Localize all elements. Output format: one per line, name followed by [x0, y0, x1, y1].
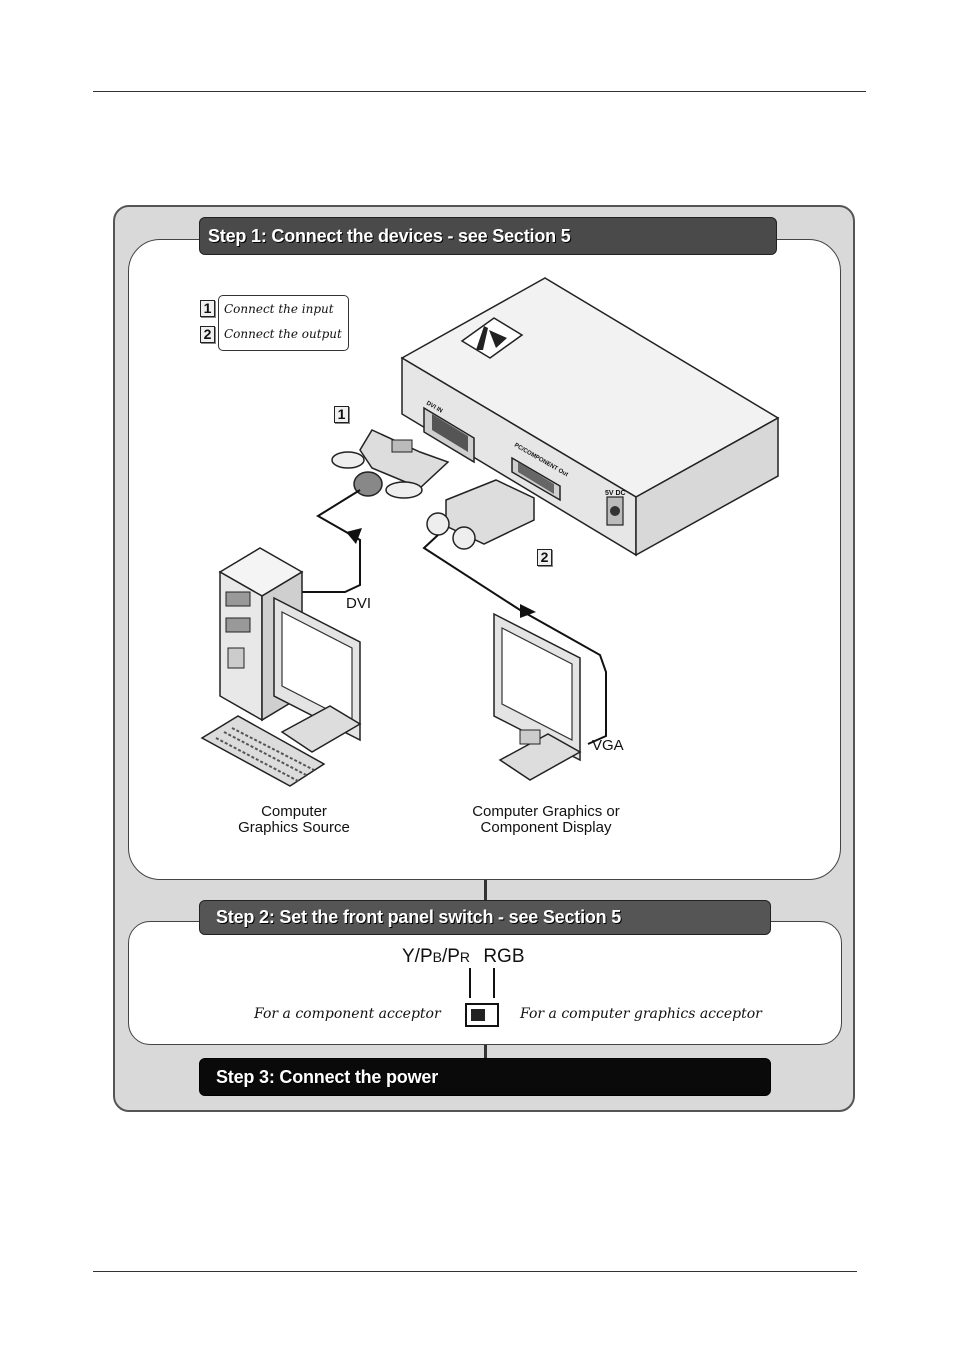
- footer-rule: [93, 1271, 857, 1272]
- keyboard: [200, 715, 326, 787]
- front-panel-switch[interactable]: [465, 1003, 499, 1027]
- switch-position-labels: Y/PB/PR RGB: [402, 946, 525, 968]
- callout-1: 1: [334, 406, 349, 423]
- legend-badge-2: 2: [200, 326, 215, 343]
- step2-step3-connector: [484, 1044, 487, 1060]
- callout-2: 2: [537, 549, 552, 566]
- switch-label-rgb: RGB: [483, 946, 525, 967]
- step3-banner: Step 3: Connect the power: [199, 1058, 771, 1096]
- vga-cable-label: VGA: [592, 737, 624, 754]
- switch-knob: [471, 1009, 485, 1021]
- power-port-label: 5V DC: [605, 490, 626, 497]
- switch-pointer-left: [469, 968, 471, 998]
- step2-banner: Step 2: Set the front panel switch - see…: [199, 900, 771, 935]
- display-monitor: [493, 612, 582, 781]
- dvi-cable-label: DVI: [346, 595, 372, 612]
- switch-label-ypbpr: Y/PB/PR: [402, 946, 471, 967]
- legend-text-1: Connect the input: [224, 302, 334, 316]
- source-caption: Computer Graphics Source: [214, 804, 374, 836]
- step1-banner: Step 1: Connect the devices - see Sectio…: [199, 217, 777, 255]
- legend-badge-1: 1: [200, 300, 215, 317]
- source-caption-line1: Computer: [261, 803, 327, 820]
- source-caption-line2: Graphics Source: [238, 819, 350, 836]
- display-caption: Computer Graphics or Component Display: [446, 804, 646, 836]
- display-caption-line2: Component Display: [480, 819, 612, 836]
- header-rule: [93, 91, 866, 92]
- switch-pointer-right: [493, 968, 495, 998]
- display-caption-line1: Computer Graphics or: [472, 803, 620, 820]
- legend-text-2: Connect the output: [224, 327, 342, 341]
- dvi-connector: [331, 429, 450, 499]
- source-monitor: [273, 596, 362, 753]
- vga-connector: [426, 479, 535, 550]
- graphics-acceptor-text: For a computer graphics acceptor: [520, 1006, 762, 1022]
- legend-box: [218, 295, 349, 351]
- scaler-device: 5V DC DVI IN PC/COMPONENT Out: [400, 277, 780, 557]
- component-acceptor-text: For a component acceptor: [254, 1006, 441, 1022]
